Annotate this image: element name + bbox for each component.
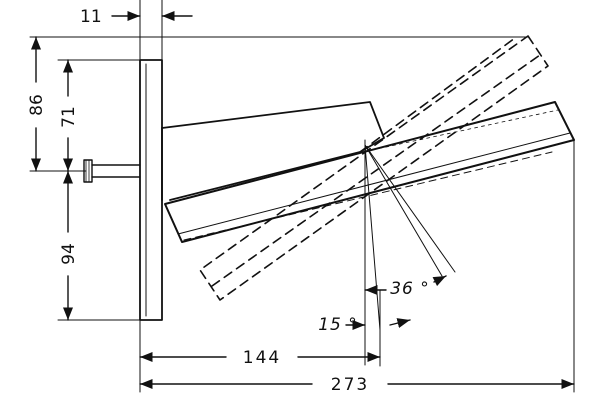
label-total-projection: 273: [331, 375, 369, 395]
wall-plate: [139, 59, 163, 321]
label-tilt-range: 36 °: [390, 279, 430, 299]
label-tilt-default: 15 °: [318, 315, 358, 335]
label-lower-height: 94: [59, 243, 79, 265]
dim-tilt-range: [364, 275, 447, 296]
label-arm-projection: 144: [243, 348, 281, 368]
shower-arm: [161, 101, 385, 201]
extension-lines: [29, 0, 575, 393]
label-upper-total: 86: [27, 94, 47, 116]
dim-tilt-default: [345, 318, 411, 331]
label-wall-offset: 11: [80, 7, 102, 27]
wall-pipe: [83, 159, 141, 183]
angle-rays: [364, 139, 456, 366]
label-arm-height: 71: [59, 106, 79, 128]
shower-head-tilted-outline: [199, 35, 549, 301]
shower-head: [164, 101, 575, 243]
